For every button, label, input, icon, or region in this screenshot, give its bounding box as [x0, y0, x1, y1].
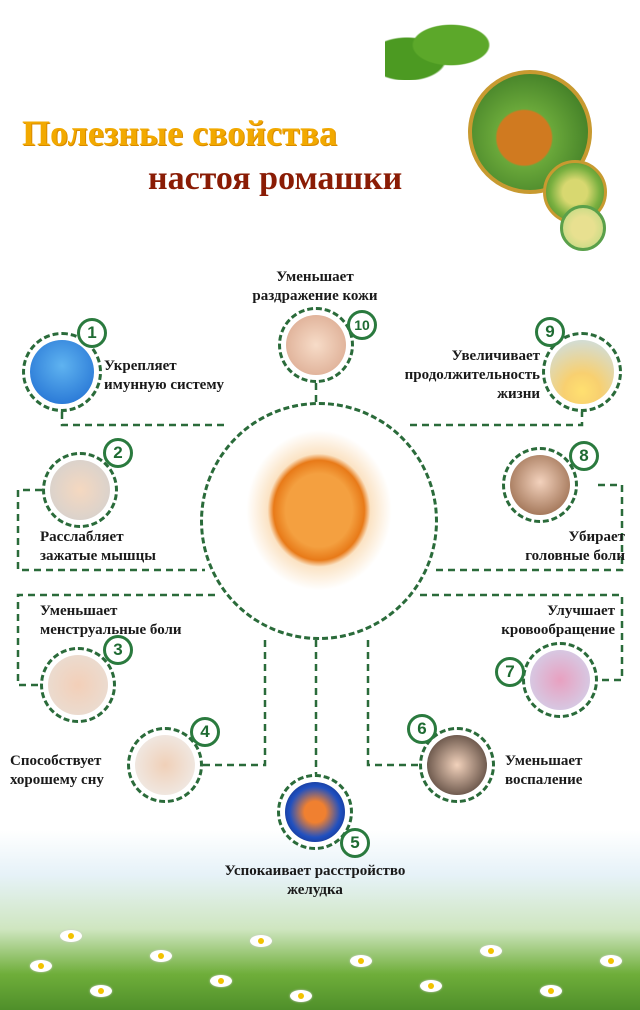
title-line-1: Полезные свойства: [22, 113, 338, 153]
benefit-badge-1: 1: [77, 318, 107, 348]
benefit-circle-10: [278, 307, 354, 383]
meadow-background: [0, 830, 640, 1010]
benefit-circle-8: [502, 447, 578, 523]
benefit-circle-7: [522, 642, 598, 718]
tea-leaves-decoration: [385, 10, 495, 80]
benefit-badge-9: 9: [535, 317, 565, 347]
central-tea-cup-circle: [200, 402, 438, 640]
tea-glass-photo: [560, 205, 606, 251]
benefit-circle-2: [42, 452, 118, 528]
benefit-circle-3: [40, 647, 116, 723]
benefit-badge-5: 5: [340, 828, 370, 858]
benefit-badge-10: 10: [347, 310, 377, 340]
benefit-badge-4: 4: [190, 717, 220, 747]
benefit-badge-7: 7: [495, 657, 525, 687]
benefit-badge-3: 3: [103, 635, 133, 665]
title-line-2: настоя ромашки: [148, 160, 403, 197]
benefit-badge-2: 2: [103, 438, 133, 468]
benefit-badge-8: 8: [569, 441, 599, 471]
benefit-circle-4: [127, 727, 203, 803]
benefit-badge-6: 6: [407, 714, 437, 744]
